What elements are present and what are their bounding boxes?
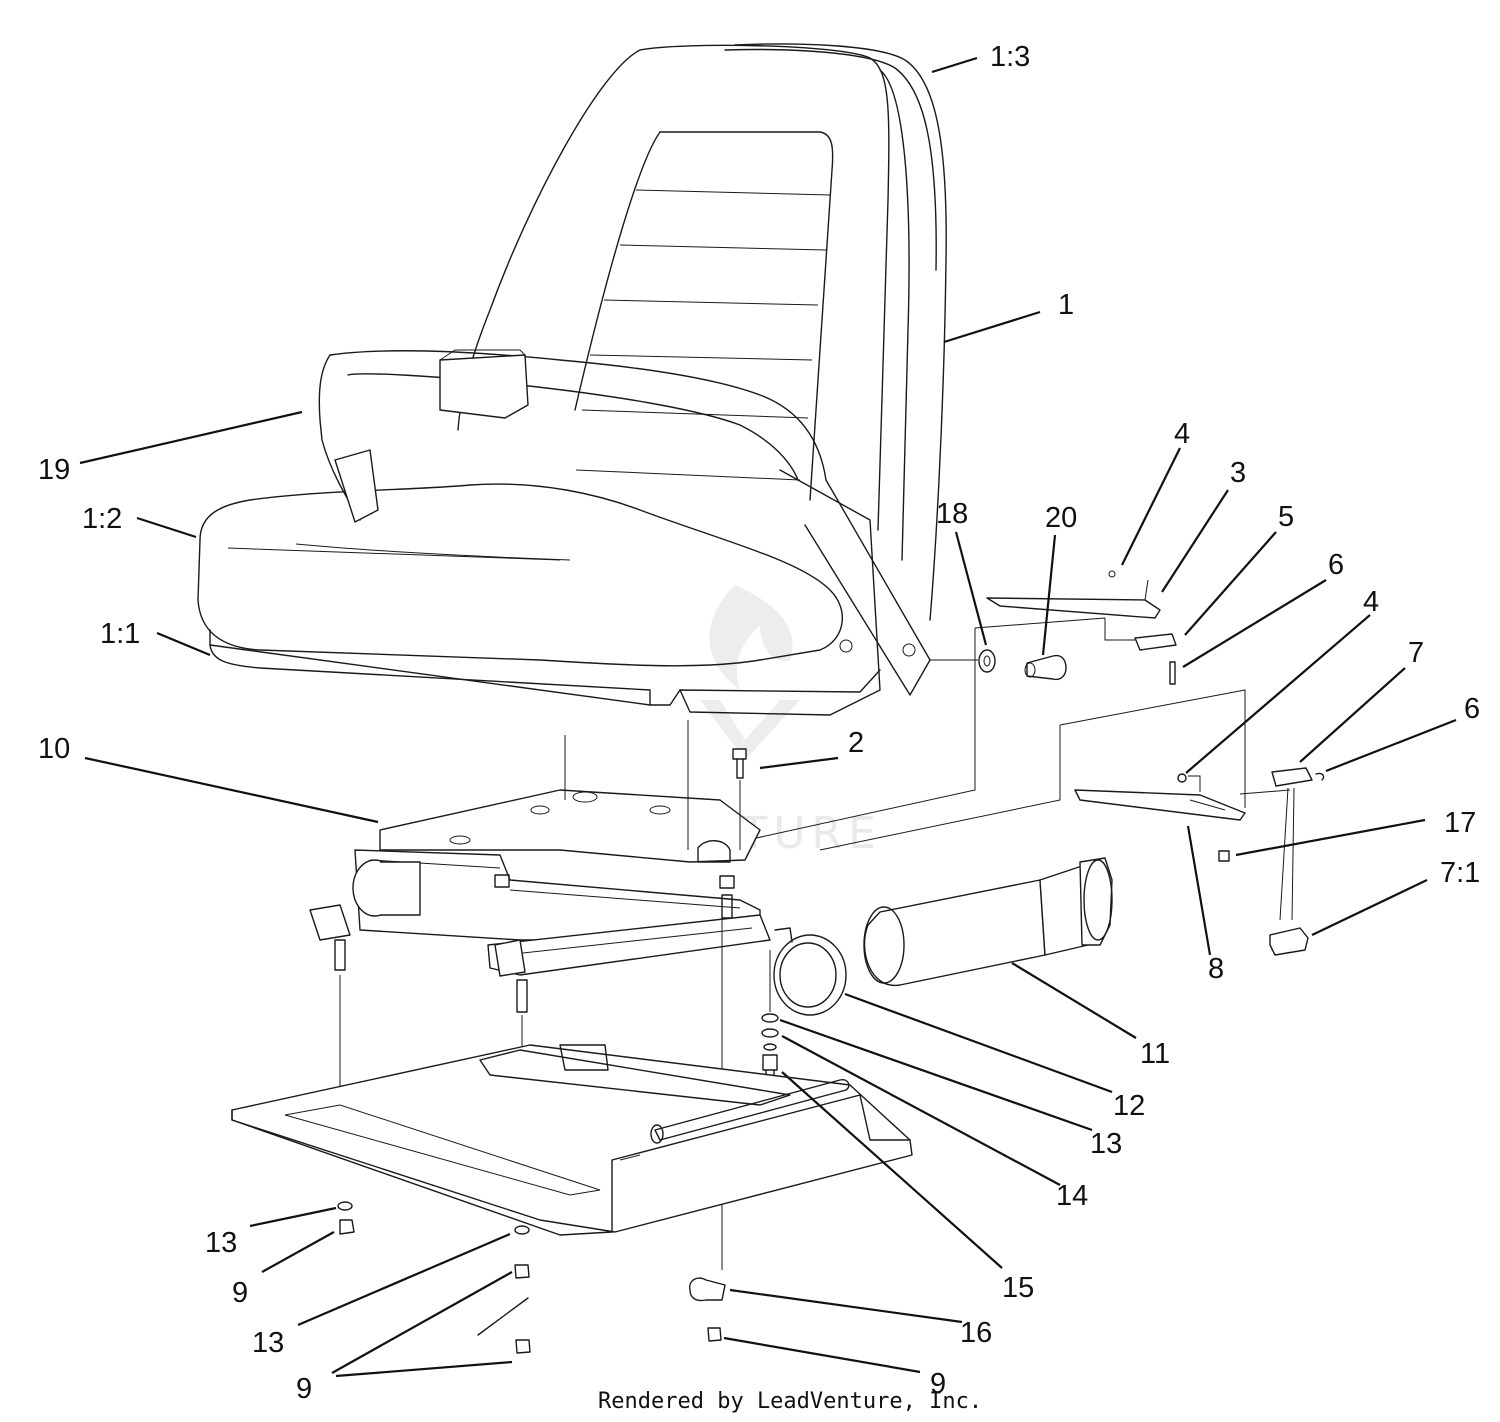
callout-4-mid: 4 [1363, 586, 1379, 618]
callout-13-lower: 13 [252, 1327, 284, 1359]
callout-14: 14 [1056, 1180, 1088, 1212]
callout-1-3: 1:3 [990, 41, 1030, 73]
seat-assembly [197, 43, 947, 716]
switch-group [1074, 767, 1325, 956]
callout-13-right: 13 [1090, 1128, 1122, 1160]
callout-15: 15 [1002, 1272, 1034, 1304]
bolt-2 [732, 748, 747, 850]
callout-4-top: 4 [1174, 418, 1190, 450]
callout-9-right: 9 [930, 1368, 946, 1400]
nut-17 [1218, 850, 1230, 862]
callout-6-right: 6 [1464, 693, 1480, 725]
callout-12: 12 [1113, 1090, 1145, 1122]
callout-labels: 1:3 1 19 1:2 1:1 4 3 18 20 5 6 4 7 6 10 … [38, 41, 1480, 1405]
callout-2: 2 [848, 727, 864, 759]
right-hardware [719, 570, 1246, 851]
callout-16: 16 [960, 1317, 992, 1349]
base-plate [231, 1044, 913, 1236]
callout-3: 3 [1230, 457, 1246, 489]
callout-9-bottom: 9 [296, 1373, 312, 1405]
credit-text: Rendered by LeadVenture, Inc. [598, 1389, 982, 1414]
callout-5: 5 [1278, 501, 1294, 533]
screw-4 [1177, 773, 1187, 783]
callout-13-left: 13 [205, 1227, 237, 1259]
bolt-stack-13-14-15 [761, 950, 779, 1081]
callout-7: 7 [1408, 637, 1424, 669]
callout-1-2: 1:2 [82, 503, 122, 535]
callout-20: 20 [1045, 502, 1077, 534]
bolt-20 [1026, 654, 1067, 681]
callout-1: 1 [1058, 289, 1074, 321]
suspension-10 [309, 720, 771, 1270]
callout-11: 11 [1140, 1038, 1170, 1070]
callout-17: 17 [1444, 807, 1476, 839]
callout-18: 18 [936, 498, 968, 530]
washer-18 [978, 649, 996, 673]
connector-7-1 [1269, 927, 1309, 956]
callout-6-top: 6 [1328, 549, 1344, 581]
lower-hardware [337, 1201, 726, 1354]
callout-10: 10 [38, 733, 70, 765]
leader-lines [79, 56, 1457, 1378]
clip-5 [1134, 633, 1177, 651]
bracket-3 [986, 597, 1161, 619]
screw-6 [1169, 661, 1176, 685]
switch-7 [1271, 767, 1313, 787]
clamp-12 [773, 927, 847, 1016]
callout-1-1: 1:1 [100, 618, 140, 650]
bracket-8 [1074, 789, 1246, 821]
cylinder-11 [863, 857, 1113, 986]
callout-8: 8 [1208, 953, 1224, 985]
callout-7-1: 7:1 [1440, 857, 1480, 889]
callout-19: 19 [38, 454, 70, 486]
callout-9-left: 9 [232, 1277, 248, 1309]
